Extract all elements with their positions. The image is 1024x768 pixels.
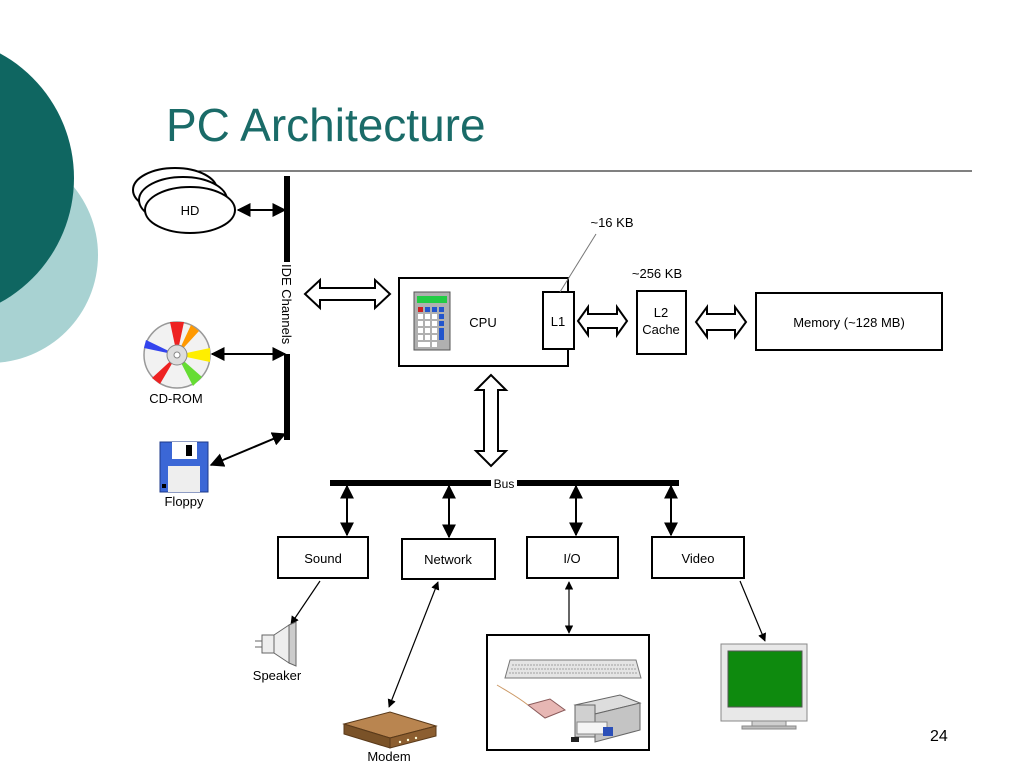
io-box [526,536,619,579]
calculator-icon [413,291,451,351]
cdrom-icon [143,321,211,389]
ide-channels-label: IDE Channels [279,264,294,345]
network-label: Network [424,552,472,567]
keyboard-icon [504,659,642,679]
cpu-label: CPU [469,315,496,330]
ide-label-bg [280,262,295,354]
l1-l2-arrow [576,303,629,339]
l1-label: L1 [551,314,565,329]
floppy-arrow [209,432,287,467]
mouse-icon [496,684,567,719]
l1-cache-box [542,291,575,350]
hd-label: HD [181,203,200,218]
sound-speaker-arrow [290,580,321,625]
io-label: I/O [563,551,580,566]
sound-box [277,536,369,579]
page-number: 24 [930,728,948,745]
decor-circle-dark [0,53,74,303]
l1-size-pointer [559,233,597,293]
memory-label: Memory (~128 MB) [793,315,905,330]
video-monitor-arrow [739,580,766,642]
l2-label-line2: Cache [642,322,680,337]
cpu-bus-arrow [473,373,509,468]
floppy-icon [159,441,209,493]
speaker-label: Speaker [253,668,302,683]
speaker-icon [255,621,297,667]
l2-label-line1: L2 [654,305,668,320]
bus-label-bg [491,476,517,490]
monitor-icon [720,643,808,730]
modem-label: Modem [367,749,410,764]
modem-icon [342,711,438,749]
printer-icon [571,694,642,743]
network-box [401,538,496,580]
l2-size-label: ~256 KB [632,266,682,281]
floppy-label: Floppy [164,494,204,509]
video-box [651,536,745,579]
sound-label: Sound [304,551,342,566]
l1-size-label: ~16 KB [590,215,633,230]
ide-cpu-arrow [303,277,392,311]
bus-label: Bus [494,477,515,491]
cdrom-label: CD-ROM [149,391,202,406]
hd-disk-icon [132,167,236,234]
slide-title: PC Architecture [166,99,486,151]
network-modem-arrow [387,581,440,708]
memory-box [755,292,943,351]
video-label: Video [681,551,714,566]
l2-cache-box [636,290,687,355]
l2-memory-arrow [694,303,748,341]
